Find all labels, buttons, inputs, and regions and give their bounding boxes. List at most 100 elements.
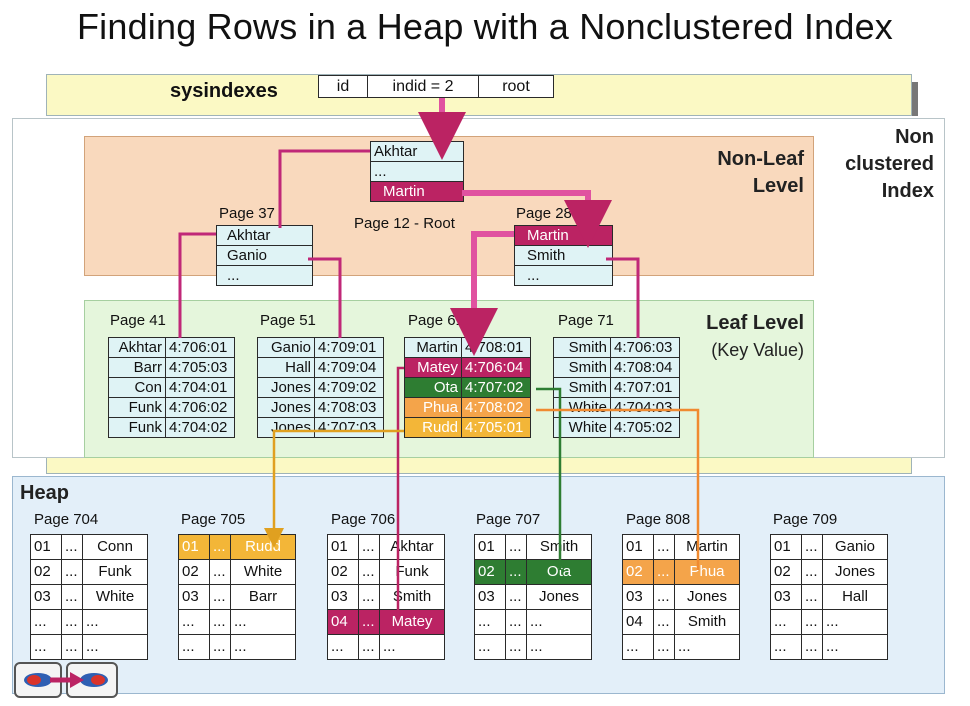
heap-slot: 04 (622, 609, 654, 635)
leaf-key-highlight: Phua (404, 397, 462, 418)
heap-value: Jones (526, 584, 592, 610)
slide-title: Finding Rows in a Heap with a Noncluster… (76, 6, 894, 47)
heap-dots: ... (801, 559, 823, 585)
heap-value: ... (82, 609, 148, 635)
heap-value: ... (230, 609, 296, 635)
leaf-rid-highlight: 4:705:01 (461, 417, 531, 438)
heap-dots: ... (358, 584, 380, 610)
heap-value: Akhtar (379, 534, 445, 560)
nonclustered-label: Non clustered Index (820, 124, 934, 205)
nonclustered-label-1: Non (895, 126, 934, 148)
heap-value: Conn (82, 534, 148, 560)
page28-row-1: Martin (514, 225, 613, 246)
heap-page706-label: Page 706 (331, 511, 396, 528)
leaf-page41-label: Page 41 (110, 312, 166, 329)
leaf-rid: 4:706:03 (610, 337, 680, 358)
heap-value: Phua (674, 559, 740, 585)
heap-slot: 03 (474, 584, 506, 610)
heap-slot: 02 (474, 559, 506, 585)
leaf-key: Hall (257, 357, 315, 378)
heap-value: Funk (82, 559, 148, 585)
leaf-rid: 4:706:02 (165, 397, 235, 418)
leaf-rid: 4:708:04 (610, 357, 680, 378)
leaf-level-label: Leaf Level (706, 312, 804, 334)
heap-page709-label: Page 709 (773, 511, 838, 528)
heap-value: White (82, 584, 148, 610)
nonleaf-label-2: Level (752, 175, 804, 197)
heap-slot: 01 (474, 534, 506, 560)
heap-slot: 01 (327, 534, 359, 560)
leaf-rid: 4:707:01 (610, 377, 680, 398)
leaf-key: Ganio (257, 337, 315, 358)
leaf-key: White (553, 397, 611, 418)
leaf-page61-label: Page 61 (408, 312, 464, 329)
heap-dots: ... (653, 634, 675, 660)
heap-slot: ... (770, 609, 802, 635)
heap-dots: ... (209, 634, 231, 660)
heap-value: Jones (674, 584, 740, 610)
leaf-rid: 4:704:03 (610, 397, 680, 418)
heap-slot: 01 (770, 534, 802, 560)
page37-table: Akhtar Ganio ... (216, 225, 313, 286)
leaf-rid-highlight: 4:708:02 (461, 397, 531, 418)
heap-dots: ... (358, 534, 380, 560)
leaf-page51-label: Page 51 (260, 312, 316, 329)
leaf-key: Akhtar (108, 337, 166, 358)
heap-value: ... (82, 634, 148, 660)
heap-slot: 01 (622, 534, 654, 560)
heap-slot: 03 (622, 584, 654, 610)
heap-dots: ... (653, 609, 675, 635)
heap-slot: 03 (770, 584, 802, 610)
heap-dots: ... (653, 584, 675, 610)
leaf-rid: 4:704:01 (165, 377, 235, 398)
leaf-rid: 4:707:03 (314, 417, 384, 438)
leaf-rid-highlight: 4:707:02 (461, 377, 531, 398)
heap-value: ... (526, 634, 592, 660)
heap-slot: 02 (622, 559, 654, 585)
heap-slot: ... (770, 634, 802, 660)
heap-value: Ota (526, 559, 592, 585)
heap-value: Rudd (230, 534, 296, 560)
heap-slot: ... (327, 634, 359, 660)
nav-forward-button[interactable] (66, 662, 118, 698)
leaf-rid-highlight: 4:706:04 (461, 357, 531, 378)
leaf-rid: 4:705:02 (610, 417, 680, 438)
sysindexes-col-root: root (478, 75, 554, 98)
root-row-3: Martin (370, 181, 464, 202)
heap-page705-label: Page 705 (181, 511, 246, 528)
heap-slot: 02 (327, 559, 359, 585)
heap-dots: ... (505, 584, 527, 610)
heap-slot: 03 (30, 584, 62, 610)
heap-dots: ... (61, 609, 83, 635)
heap-slot: ... (178, 609, 210, 635)
nav-arrow-icon (50, 672, 84, 688)
page28-table: Martin Smith ... (514, 225, 613, 286)
leaf-rid: 4:709:01 (314, 337, 384, 358)
leaf-rid: 4:709:02 (314, 377, 384, 398)
sysindexes-col-id: id (318, 75, 368, 98)
nonleaf-label-1: Non-Leaf (717, 148, 804, 170)
page37-row-3: ... (216, 265, 313, 286)
heap-value: Ganio (822, 534, 888, 560)
heap-value: White (230, 559, 296, 585)
heap-dots: ... (505, 559, 527, 585)
slide-forward-icon (80, 673, 108, 687)
heap-slot: 03 (327, 584, 359, 610)
heap-slot: 02 (30, 559, 62, 585)
sysindexes-label: sysindexes (170, 80, 278, 102)
heap-slot: 01 (30, 534, 62, 560)
root-row-2: ... (370, 161, 464, 182)
heap-dots: ... (209, 559, 231, 585)
heap-value: ... (379, 634, 445, 660)
leaf-key: Jones (257, 377, 315, 398)
leaf-rid: 4:708:01 (461, 337, 531, 358)
leaf-rid: 4:705:03 (165, 357, 235, 378)
leaf-key: Funk (108, 417, 166, 438)
heap-value: Smith (674, 609, 740, 635)
heap-dots: ... (505, 609, 527, 635)
heap-dots: ... (61, 634, 83, 660)
heap-dots: ... (61, 559, 83, 585)
heap-value: Jones (822, 559, 888, 585)
